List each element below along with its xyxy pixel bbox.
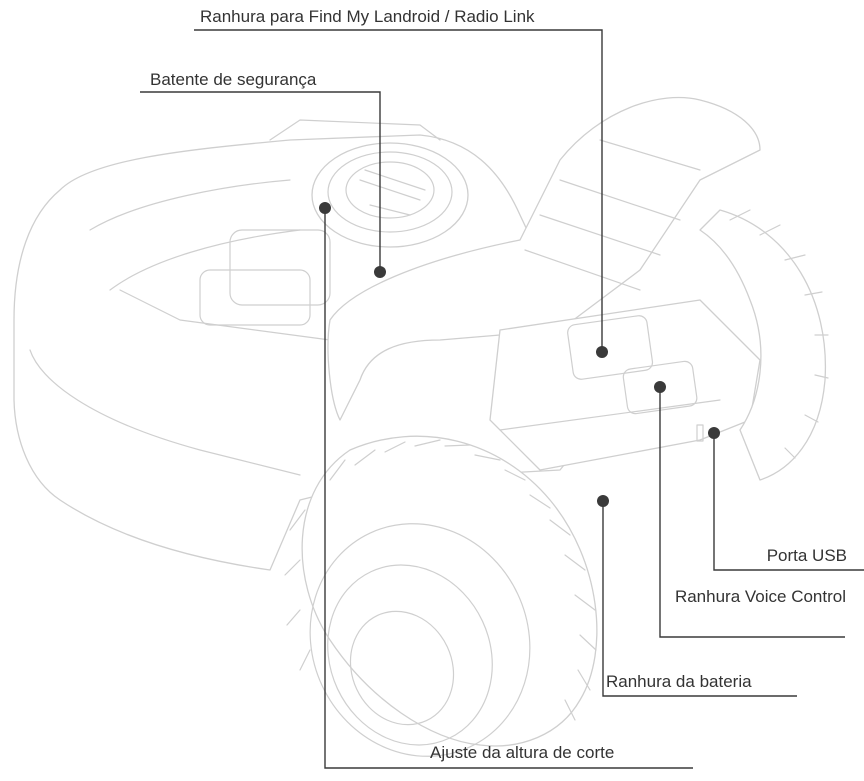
label-safety-bumper: Batente de segurança: [150, 70, 317, 89]
label-battery-slot: Ranhura da bateria: [606, 672, 752, 691]
dot-battery-slot: [597, 495, 609, 507]
leader-usb-port: [713, 433, 864, 571]
label-usb-port: Porta USB: [766, 546, 847, 565]
leader-cutting-height: [324, 208, 693, 769]
rear-deck: [489, 299, 761, 471]
cutting-height-dial: [311, 142, 469, 248]
front-left-wheel: [284, 435, 598, 757]
carry-handle: [327, 96, 761, 421]
dot-usb-port: [708, 427, 720, 439]
label-voice-control-slot: Ranhura Voice Control: [674, 587, 846, 606]
dot-cutting-height: [319, 202, 331, 214]
leader-lines: [140, 29, 864, 769]
dot-safety-bumper: [374, 266, 386, 278]
leader-voice-control: [659, 387, 845, 638]
dot-radio-link: [596, 346, 608, 358]
leader-safety-bumper: [140, 91, 381, 272]
leader-battery-slot: [602, 501, 797, 697]
label-cutting-height: Ajuste da altura de corte: [430, 743, 615, 762]
dot-voice-control: [654, 381, 666, 393]
rear-right-wheel: [699, 209, 829, 481]
label-radio-link-slot: Ranhura para Find My Landroid / Radio Li…: [200, 7, 535, 26]
leader-radio-link: [194, 29, 603, 352]
